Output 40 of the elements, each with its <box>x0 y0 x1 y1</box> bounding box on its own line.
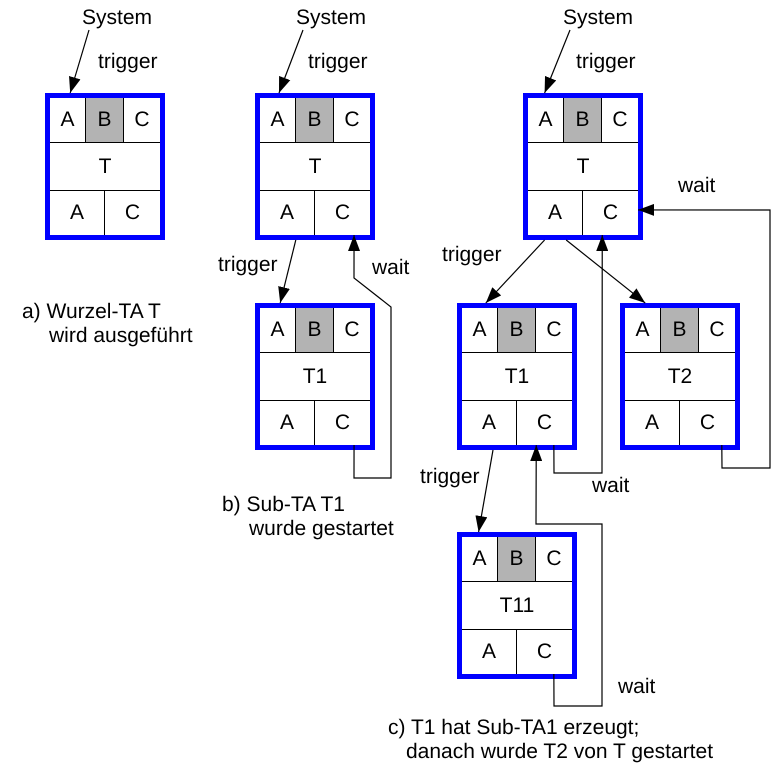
edge-label: trigger <box>418 465 482 489</box>
state-cell: A <box>260 98 296 143</box>
transaction-box <box>457 532 577 679</box>
state-cell: B <box>498 537 536 582</box>
arrow <box>69 30 90 94</box>
transaction-box <box>45 93 165 240</box>
edge-label: trigger <box>306 50 370 74</box>
edge-label: trigger <box>440 243 504 267</box>
caption: b) Sub-TA T1 wurde gestartet <box>222 493 395 541</box>
state-cell: A <box>462 537 498 582</box>
caption: a) Wurzel-TA T wird ausgeführt <box>22 300 194 348</box>
state-cell: B <box>296 308 334 353</box>
arrow <box>278 30 304 94</box>
edge-label: trigger <box>96 50 160 74</box>
arrow <box>485 240 546 304</box>
source-label: System <box>296 6 366 30</box>
state-cell: B <box>296 98 334 143</box>
state-cell: B <box>86 98 124 143</box>
transaction-box <box>255 303 375 450</box>
arrow <box>566 240 646 304</box>
arrow <box>544 30 571 94</box>
transaction-box <box>523 93 643 240</box>
state-cell: A <box>625 308 661 353</box>
state-cell: A <box>260 308 296 353</box>
state-cell: A <box>462 308 498 353</box>
arrow <box>278 240 296 304</box>
state-cell: B <box>498 308 536 353</box>
transaction-box <box>255 93 375 240</box>
state-cell: A <box>528 98 564 143</box>
state-cell: B <box>661 308 699 353</box>
edge-label: trigger <box>216 253 280 277</box>
state-cell: B <box>564 98 602 143</box>
source-label: System <box>82 6 152 30</box>
caption: c) T1 hat Sub-TA1 erzeugt; danach wurde T2 von T gestartet <box>388 716 714 764</box>
source-label: System <box>563 6 634 30</box>
arrow <box>475 450 494 532</box>
transaction-box <box>620 303 740 450</box>
edge-label: trigger <box>574 50 638 74</box>
state-cell: A <box>50 98 86 143</box>
transaction-box <box>457 303 577 450</box>
